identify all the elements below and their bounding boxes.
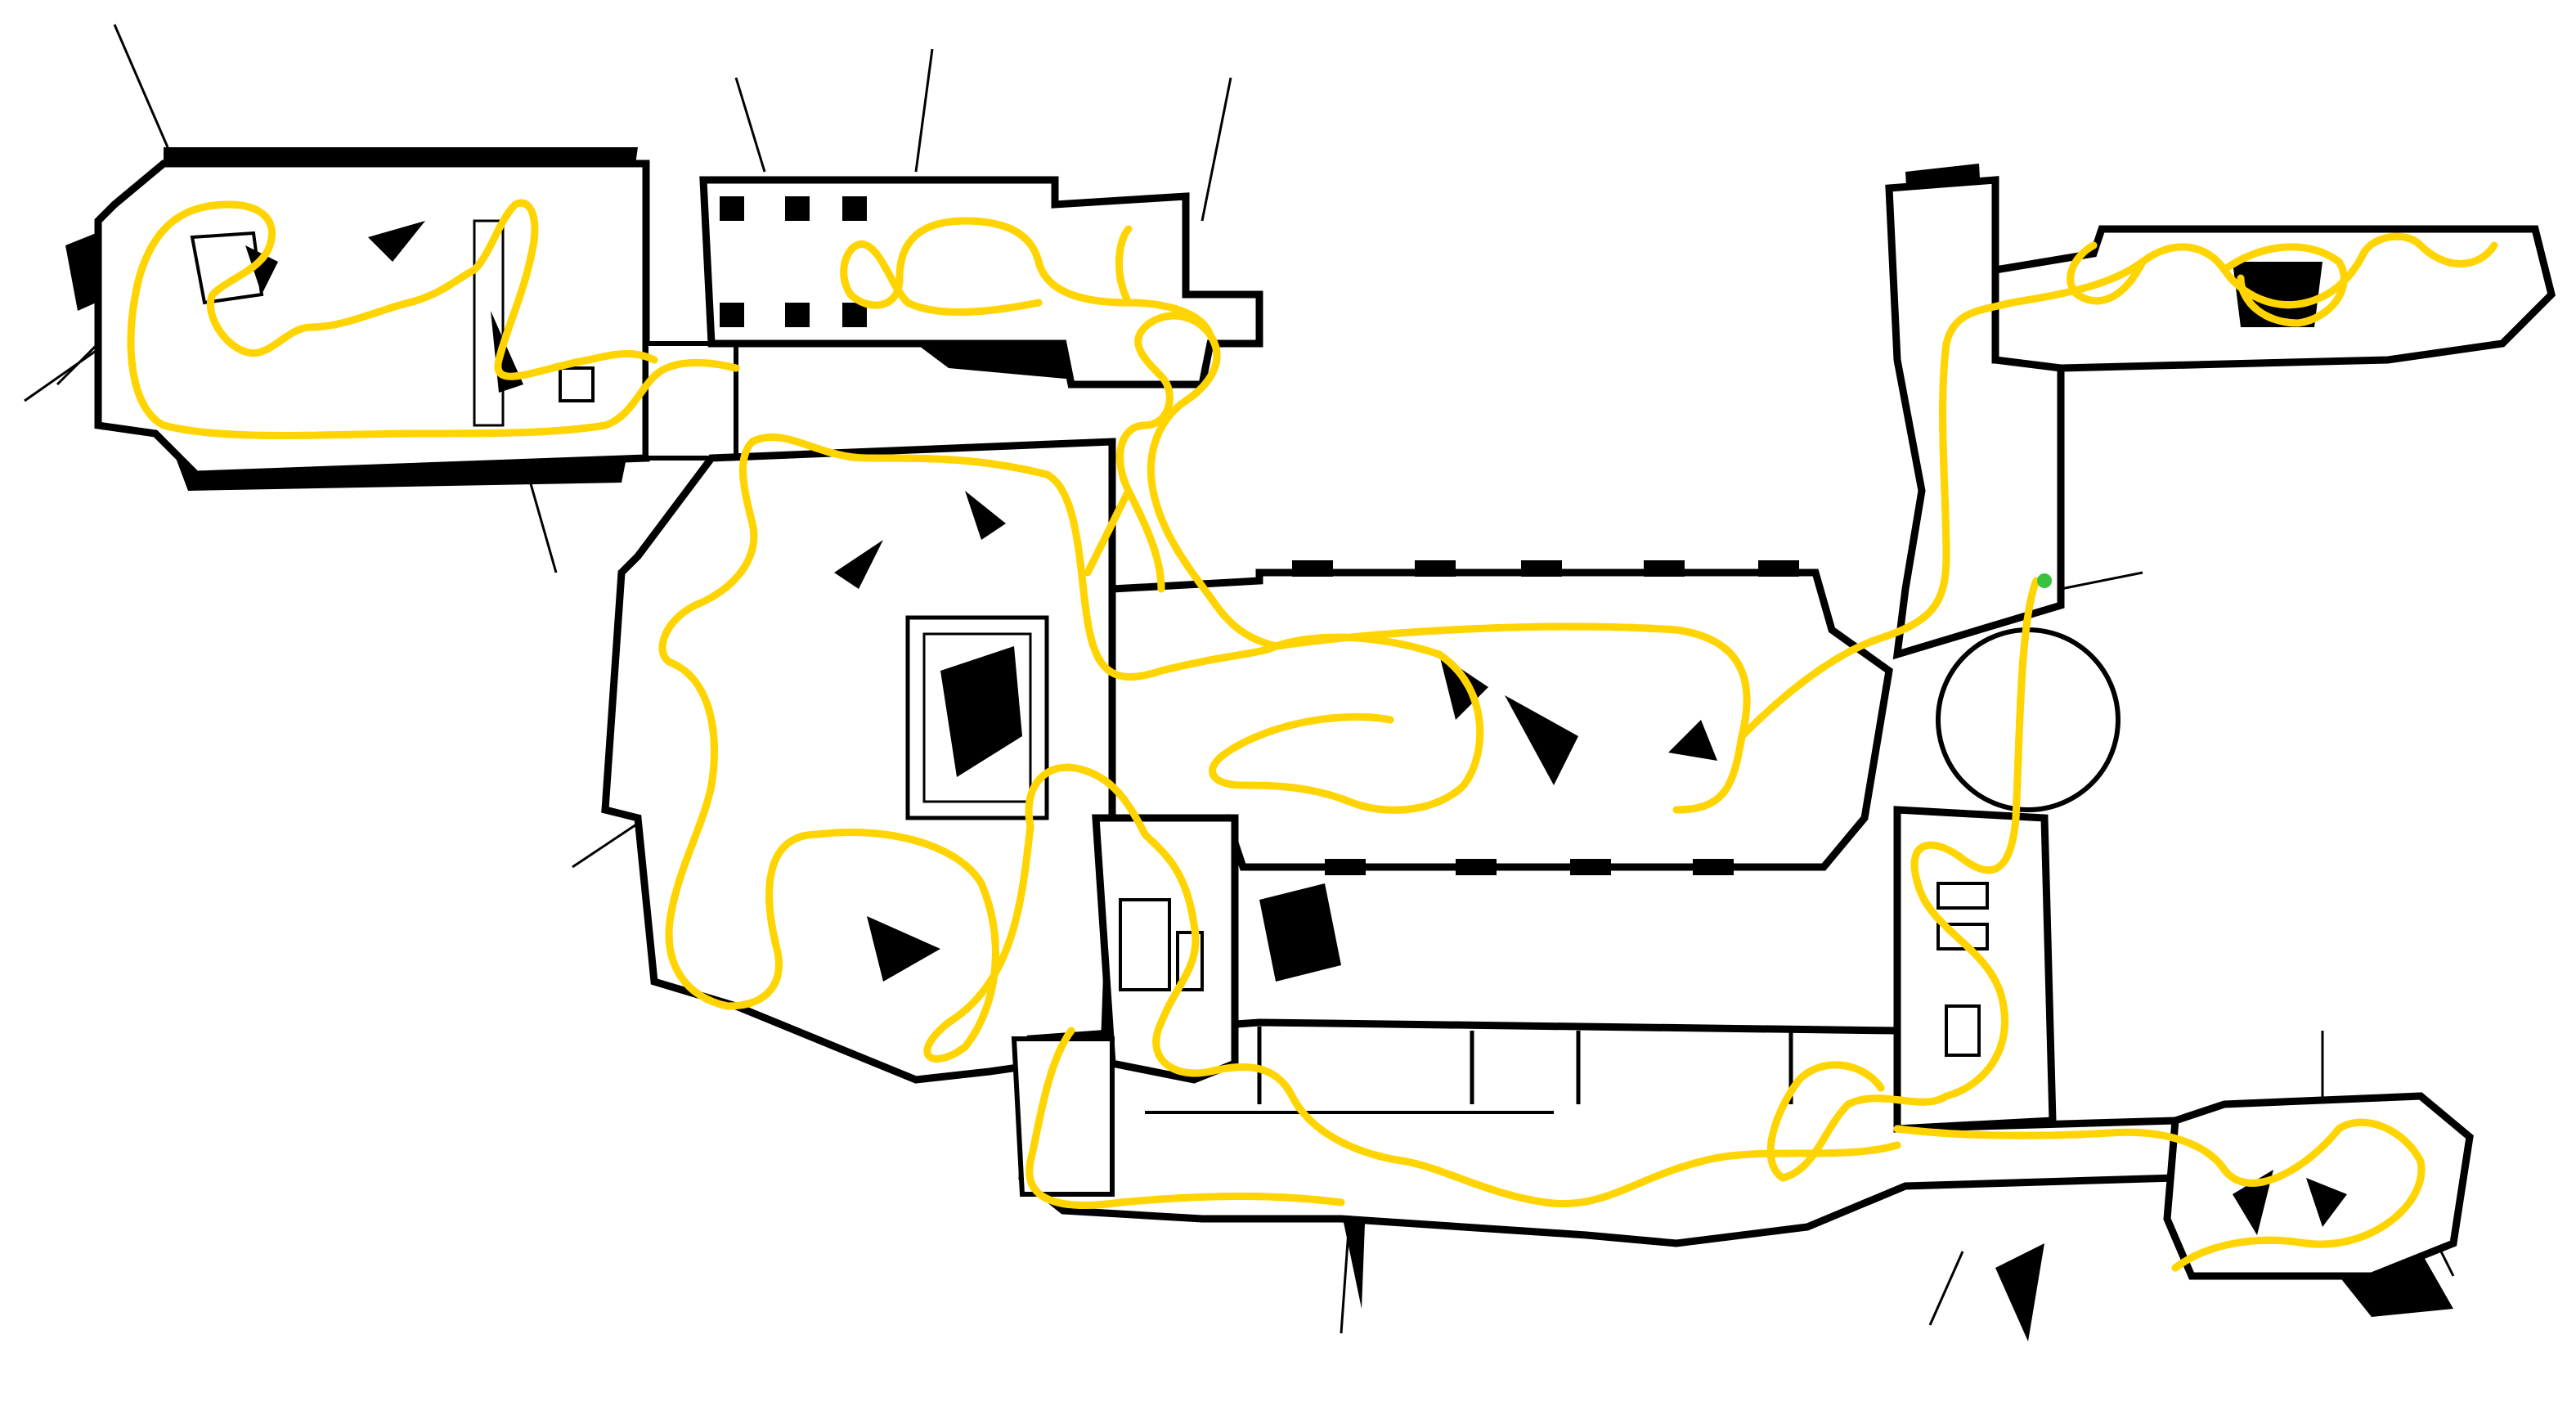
room-outlines	[94, 160, 2556, 1280]
room-south-west-annex	[1011, 1036, 1115, 1197]
robot-trajectory	[131, 203, 2498, 1272]
wall-crenellations	[720, 196, 1799, 875]
room-rotunda	[1936, 627, 2120, 812]
room-central-courtyard-hall	[601, 438, 1116, 1084]
room-south-corridor	[1018, 1018, 2179, 1247]
obstacle-specks	[190, 219, 2347, 1235]
room-top-center	[699, 176, 1263, 389]
start-marker	[2037, 573, 2052, 588]
room-top-left-hall	[94, 160, 650, 479]
